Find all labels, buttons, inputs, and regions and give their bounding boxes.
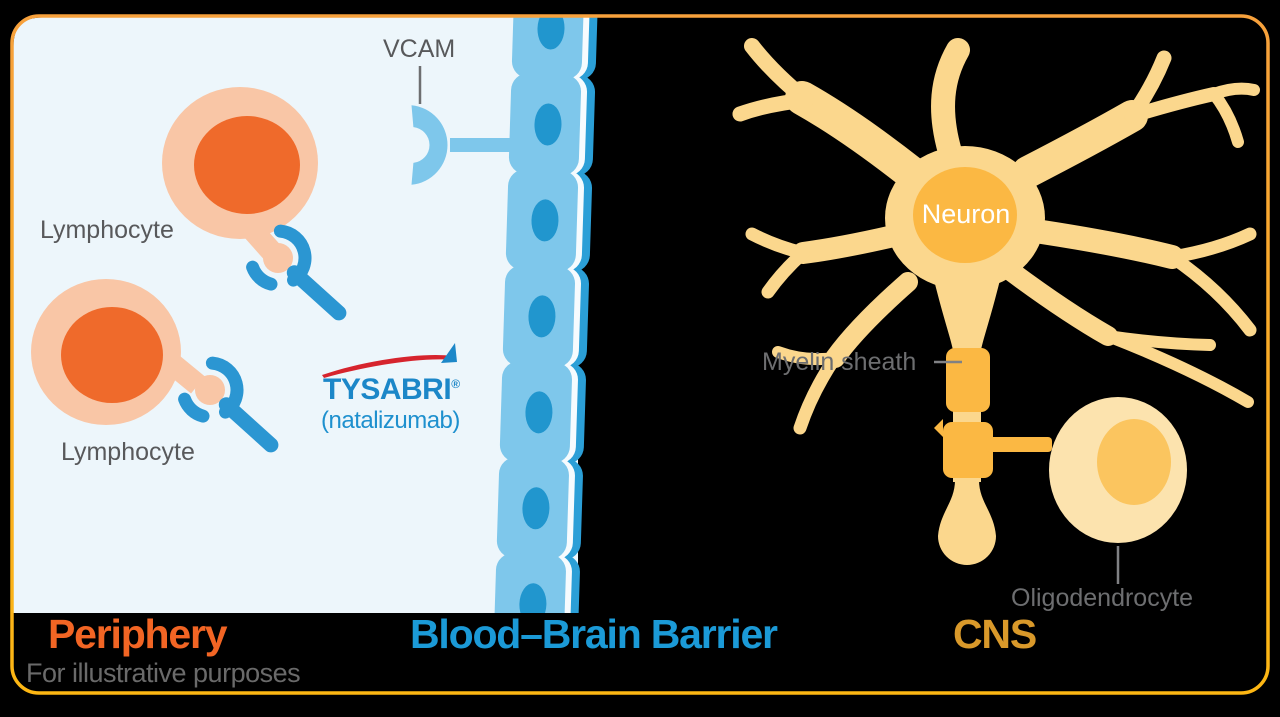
tysabri-logo-flag	[441, 343, 457, 363]
lymphocyte-top-label: Lymphocyte	[40, 216, 174, 244]
myelin-sheath-segments	[934, 348, 1052, 478]
oligodendrocyte-arm	[986, 437, 1052, 452]
tysabri-logo-wordmark: TYSABRI®	[323, 374, 460, 406]
vcam-label: VCAM	[383, 35, 456, 63]
vcam-receptor	[411, 66, 518, 185]
endothelial-nuclei	[519, 17, 565, 613]
neuron-label: Neuron	[921, 199, 1011, 229]
natalizumab-label: (natalizumab)	[321, 407, 460, 434]
cns-zone-label: CNS	[953, 611, 1037, 657]
tysabri-brand-text: TYSABRI	[323, 373, 452, 406]
neuron-cell	[732, 38, 1260, 565]
lymphocyte-bottom-label: Lymphocyte	[61, 438, 195, 466]
disclaimer-text: For illustrative purposes	[26, 658, 301, 688]
frame-border	[10, 14, 1270, 695]
tysabri-logo-swoosh	[322, 343, 457, 378]
registered-mark: ®	[451, 377, 460, 391]
blood-brain-barrier-cells	[493, 17, 599, 613]
oligodendrocyte-cell	[1049, 397, 1187, 543]
lymphocyte-bottom-nucleus	[61, 307, 163, 403]
axon-hillock	[934, 280, 1000, 350]
neuron-nucleus	[913, 167, 1017, 263]
myelin-sheath-label: Myelin sheath	[762, 348, 917, 376]
bbb-zone-label: Blood–Brain Barrier	[410, 611, 778, 657]
oligodendrocyte-nucleus	[1097, 419, 1171, 505]
lymphocyte-top-cell	[162, 87, 339, 313]
lymphocyte-bottom-cell	[31, 279, 271, 445]
axon-terminal	[938, 480, 996, 565]
oligodendrocyte-label: Oligodendrocyte	[1011, 584, 1194, 612]
periphery-zone-label: Periphery	[48, 611, 228, 657]
lymphocyte-top-nucleus	[194, 116, 300, 214]
